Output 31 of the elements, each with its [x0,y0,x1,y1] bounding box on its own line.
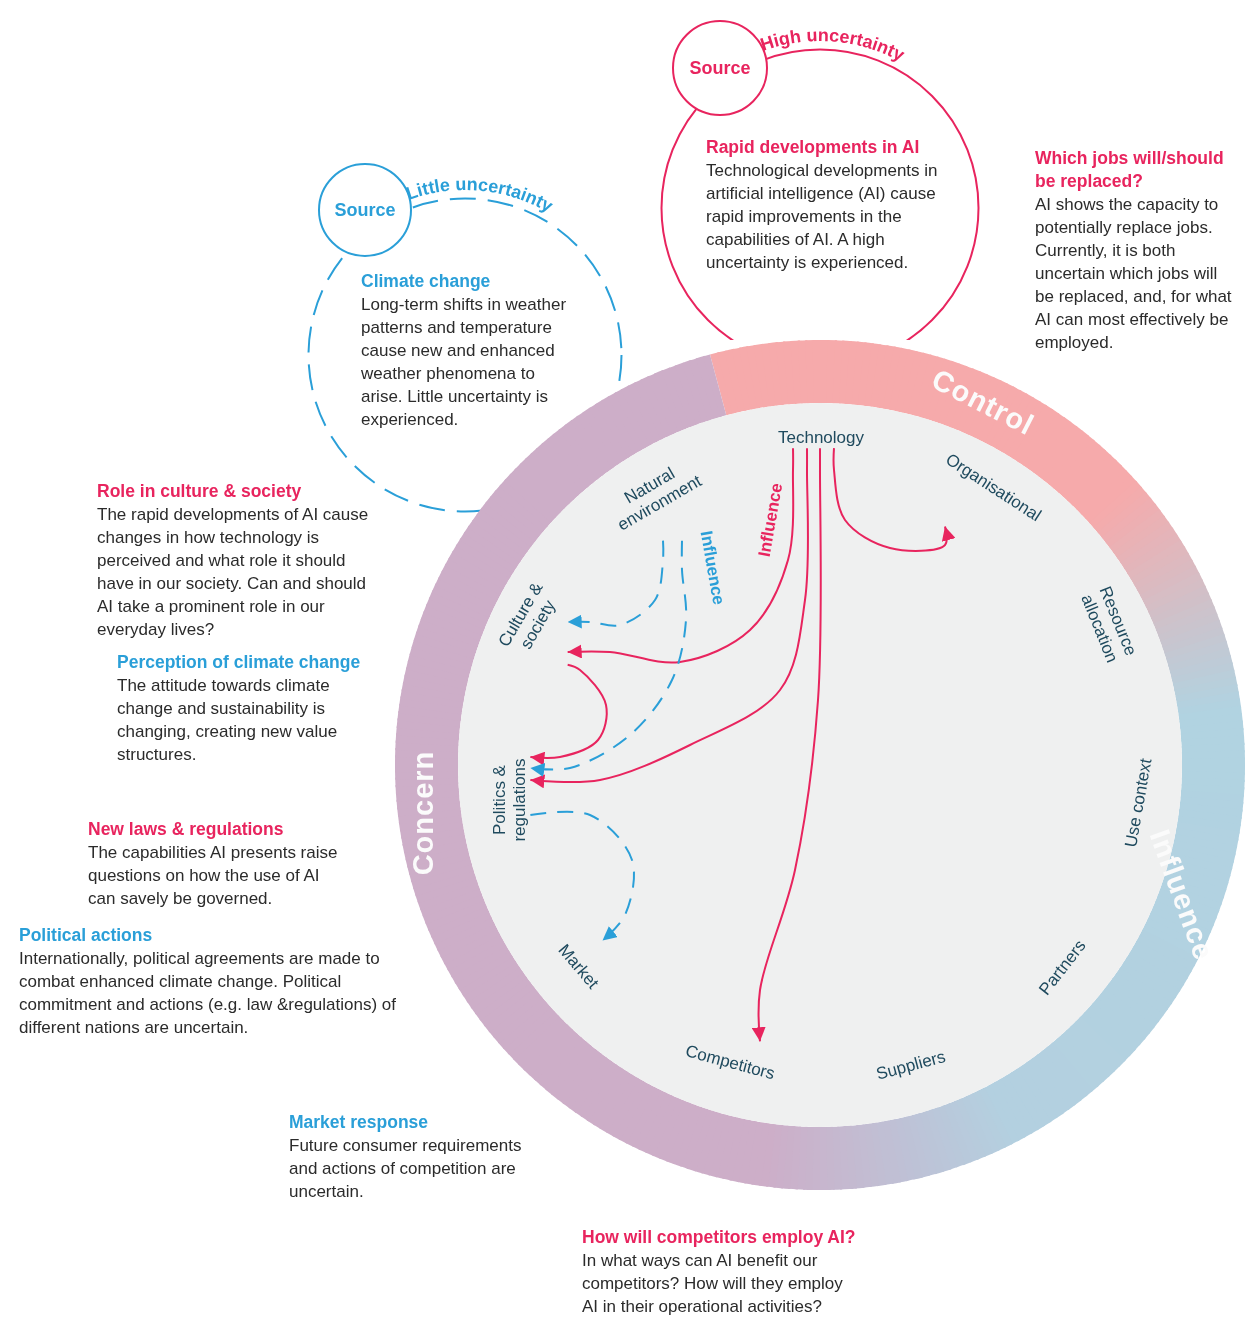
note-text: Future consumer requirements and actions of competition are uncertain. [289,1135,523,1203]
note-text: The attitude towards climate change and sustainability is changing, creating new value structures. [117,675,339,766]
factor-label: Use context [1121,757,1157,849]
note-heading: Perception of climate change [117,651,362,674]
arrow [566,539,665,629]
note-heading: Which jobs will/should be replaced? [1035,147,1225,193]
note-heading: Role in culture & society [97,480,303,503]
note-text: AI shows the capacity to potentially replace jobs. Currently, it is both uncertain which jobs will be replaced, and, for what AI can most effectively be employed. [1035,194,1233,354]
arrow [832,447,956,552]
circle-text: Technological developments in artificial intelligence (AI) cause rapid improvements in the capabilities of AI. A high uncertainty is experienced. [706,160,939,274]
note-text: The capabilities AI presents raise questions on how the use of AI can savely be governed. [88,842,339,910]
arrow [566,447,795,664]
note-heading: Political actions [19,924,154,947]
arrow [529,663,608,766]
ring-label: Concern [407,750,439,876]
note-text: The rapid developments of AI cause changes in how technology is perceived and what role it should have in our society. Can and should AI take a prominent role in our everyday lives? [97,504,370,641]
note-heading: How will competitors employ AI? [582,1226,857,1249]
arrow [529,539,688,777]
note-heading: New laws & regulations [88,818,285,841]
note-text: Internationally, political agreements are made to combat enhanced climate change. Political commitment and actions (e.g. law &regulations) of different nations are uncertain. [19,948,397,1039]
arrow [751,447,822,1043]
note-heading: Market response [289,1111,430,1134]
arrow [529,447,810,789]
factor-label: Technology [778,427,864,449]
circle-text: Long-term shifts in weather patterns and temperature cause new and enhanced weather phenomena to arise. Little uncertainty is experienced. [361,294,568,431]
note-text: In what ways can AI benefit our competitors? How will they employ AI in their operational activities? [582,1250,844,1318]
arrow [529,810,636,942]
factor-label: Suppliers [874,1047,948,1085]
circle-heading: Climate change [361,270,492,293]
factor-label: Politics & regulations [489,750,531,850]
circle-heading: Rapid developments in AI [706,136,921,159]
